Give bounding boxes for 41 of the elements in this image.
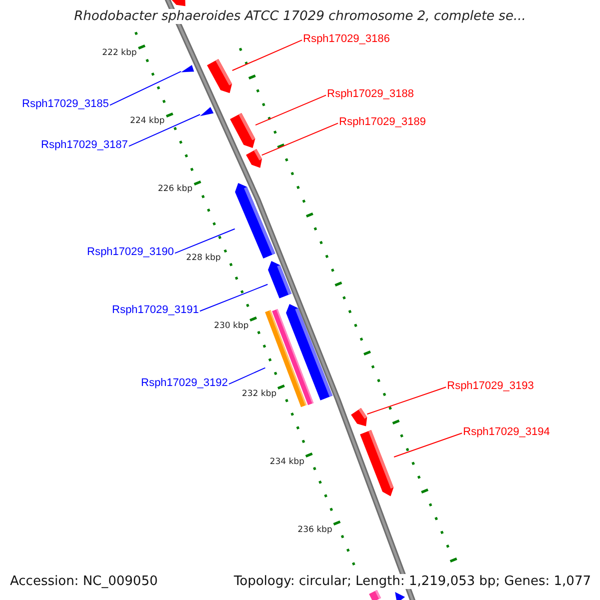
scale-label: 226 kbp	[158, 184, 192, 195]
genome-info-text: Topology: circular; Length: 1,219,053 bp; Genes: 1,077	[232, 574, 592, 589]
scale-label: 228 kbp	[186, 253, 221, 264]
leader-line	[109, 70, 182, 106]
scale-label: 232 kbp	[242, 389, 277, 400]
leader-line	[255, 94, 326, 126]
gene-label: Rsph17029_3192	[141, 377, 228, 390]
gene-label: Rsph17029_3189	[339, 116, 426, 129]
gene-label: Rsph17029_3193	[447, 380, 534, 393]
gene-label: Rsph17029_3185	[22, 98, 109, 111]
leader-line	[199, 284, 268, 312]
leader-line	[394, 432, 462, 458]
gene-feature	[360, 430, 394, 496]
leader-line	[232, 40, 302, 71]
gene-label: Rsph17029_3186	[303, 33, 390, 46]
leader-line	[174, 228, 236, 254]
gene-feature	[395, 592, 405, 600]
gene-label: Rsph17029_3187	[41, 139, 128, 152]
gene-feature	[234, 183, 275, 259]
gene-label: Rsph17029_3194	[463, 426, 550, 439]
gene-feature	[268, 261, 292, 298]
gene-feature	[200, 106, 214, 116]
accession-text: Accession: NC_009050	[9, 574, 159, 589]
gene-label: Rsph17029_3188	[327, 88, 414, 101]
leader-line	[366, 386, 446, 415]
gene-feature	[368, 590, 382, 600]
leader-line	[128, 114, 200, 147]
gene-feature	[207, 58, 232, 93]
leader-line	[228, 367, 266, 385]
scale-label: 224 kbp	[130, 116, 165, 127]
scale-label: 234 kbp	[270, 457, 304, 468]
gene-label: Rsph17029_3190	[87, 246, 174, 259]
leader-line	[261, 122, 338, 156]
scale-label: 236 kbp	[298, 525, 332, 536]
gene-feature	[246, 149, 262, 168]
gene-feature	[230, 112, 256, 148]
gene-feature	[351, 408, 368, 426]
scale-label: 230 kbp	[214, 321, 249, 332]
scale-label: 222 kbp	[102, 48, 137, 59]
gene-feature	[181, 64, 194, 72]
gene-label: Rsph17029_3191	[112, 304, 199, 317]
